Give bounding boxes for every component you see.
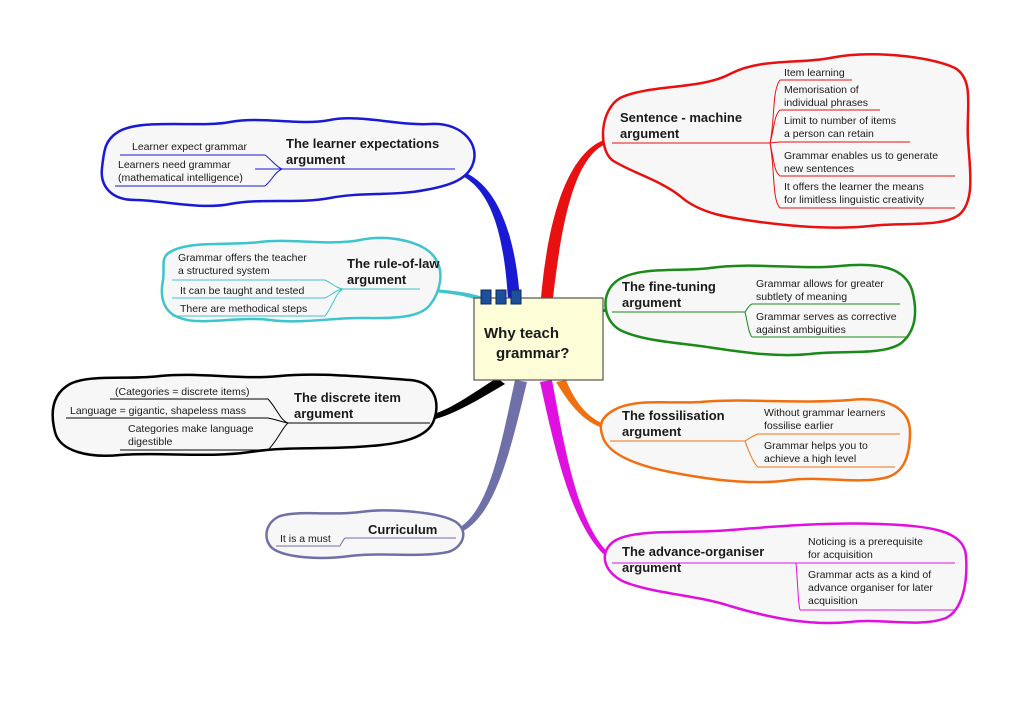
connector-fossilisation (556, 380, 610, 430)
leaf-link (264, 154, 283, 170)
branch-connectors (420, 138, 612, 560)
connector-discrete (430, 378, 505, 420)
connector-sentence (541, 138, 612, 298)
branch-curriculum[interactable]: Curriculum It is a must (265, 509, 465, 560)
leaf-link (339, 537, 346, 547)
binder-tab-icon (480, 289, 492, 305)
cloud-outline (599, 398, 912, 484)
leaf-item: It can be taught and tested (180, 285, 305, 297)
branch-title: Curriculum (368, 522, 437, 537)
cloud-outline (100, 117, 476, 208)
leaf-item: There are methodical steps (180, 303, 307, 315)
leaf-link (744, 433, 759, 468)
leaf-link (744, 303, 753, 338)
cloud-outline (51, 373, 438, 457)
leaf-item: Language = gigantic, shapeless mass (70, 405, 246, 417)
leaf-link (267, 398, 289, 451)
binder-tab-icon (510, 289, 522, 305)
connector-advance (540, 380, 612, 560)
cloud-outline (601, 53, 972, 229)
cloud-outline (604, 263, 917, 357)
leaf-item: Item learning (784, 67, 845, 79)
leaf-link (264, 168, 283, 187)
leaf-link (769, 79, 781, 209)
central-topic-box (473, 297, 604, 381)
connector-learner (450, 168, 520, 300)
leaf-item: (Categories = discrete items) (115, 386, 250, 398)
connector-curriculum (455, 380, 527, 534)
leaf-item: It is a must (280, 533, 331, 545)
binder-tab-icon (495, 289, 507, 305)
leaf-link (795, 562, 801, 611)
leaf-item: Learners need grammar(mathematical intel… (118, 159, 243, 184)
cloud-outline (603, 522, 968, 625)
leaf-link (324, 279, 344, 317)
leaf-item: Learner expect grammar (132, 141, 247, 153)
